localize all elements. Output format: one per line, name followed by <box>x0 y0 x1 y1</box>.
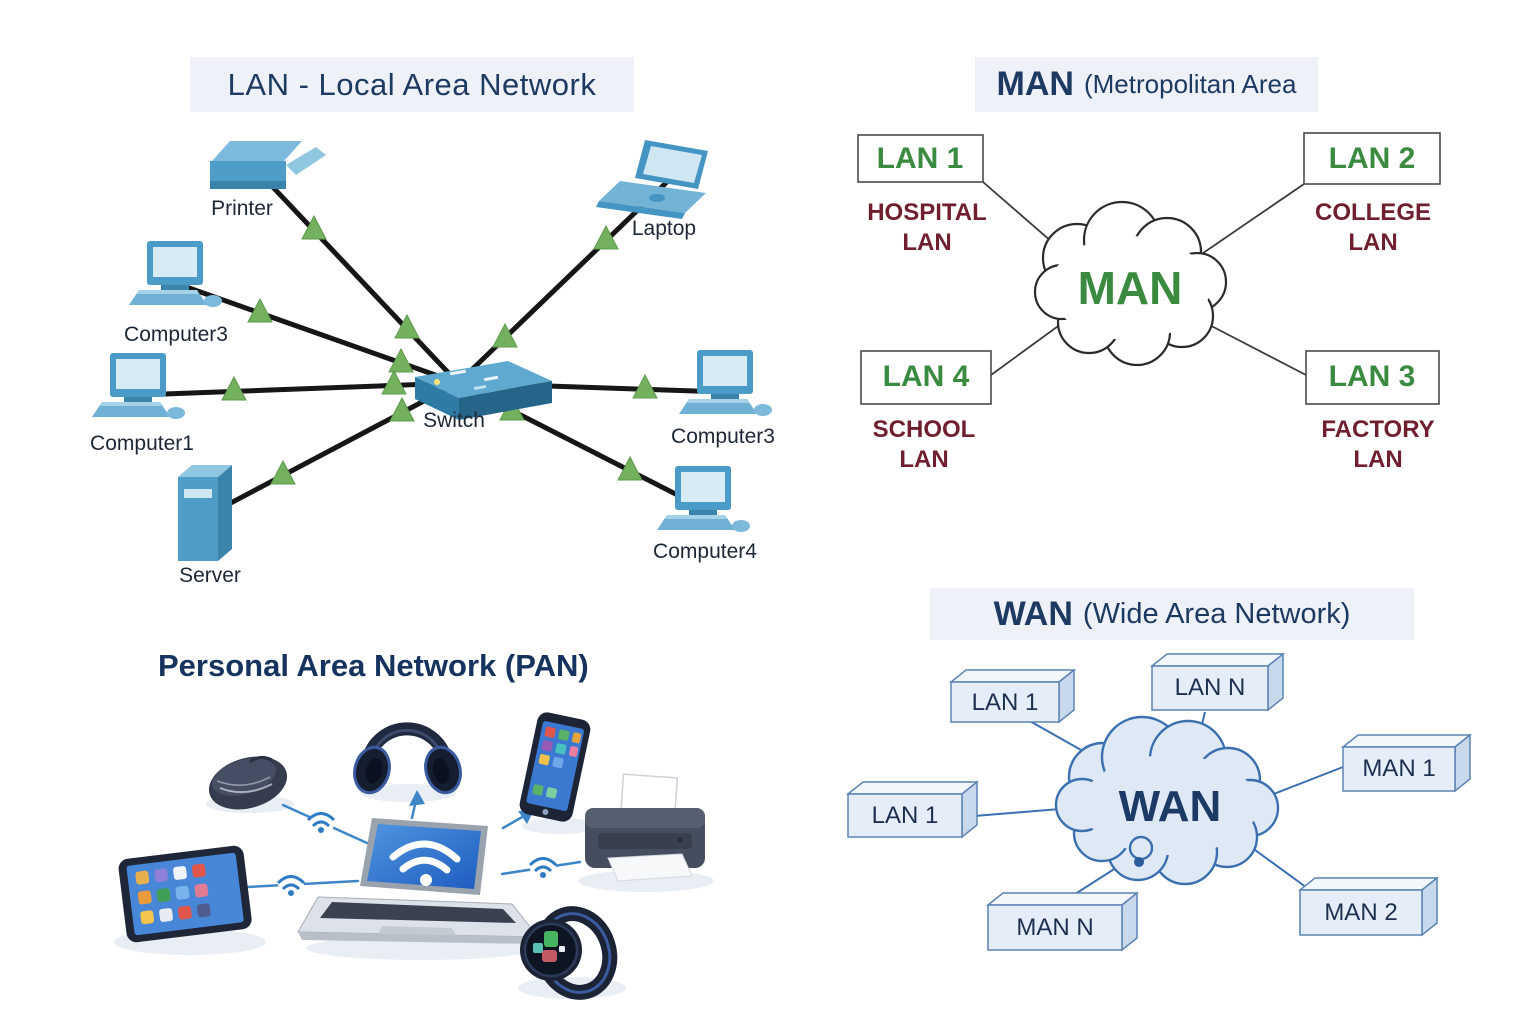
man-diagram: MAN LAN 1 HOSPITAL LAN LAN 2 COLLEGE LAN… <box>857 132 1441 473</box>
laptop-icon <box>596 140 708 219</box>
wan-node-man-n: MAN N <box>985 891 1140 952</box>
college-caption-line1: COLLEGE <box>1315 199 1431 226</box>
wan-node-lan-n: LAN N <box>1149 652 1286 712</box>
wan-cloud: WAN <box>1054 715 1280 886</box>
lan-diagram: Printer Laptop Computer3 Computer1 Switc… <box>90 140 775 587</box>
laptop-label: Laptop <box>632 217 696 240</box>
factory-caption-line2: LAN <box>1353 446 1402 473</box>
man-title-sub: (Metropolitan Area <box>1083 69 1297 99</box>
smartwatch-icon <box>520 906 618 1000</box>
svg-text:MAN N: MAN N <box>1016 914 1093 941</box>
lan4-box-label: LAN 4 <box>883 360 970 393</box>
smartphone-icon <box>519 712 591 822</box>
headphones-icon <box>353 722 462 795</box>
computer3-right-label: Computer3 <box>671 425 775 448</box>
man-node-lan3: LAN 3 FACTORY LAN <box>1305 350 1440 473</box>
man-cloud-label: MAN <box>1078 262 1183 314</box>
wan-title-main: WAN <box>993 594 1073 633</box>
man-node-lan2: LAN 2 COLLEGE LAN <box>1303 132 1441 256</box>
svg-text:LAN 1: LAN 1 <box>872 802 939 829</box>
svg-text:MAN 1: MAN 1 <box>1362 755 1435 782</box>
lan2-box-label: LAN 2 <box>1329 142 1416 175</box>
man-cloud: MAN <box>1033 200 1228 367</box>
wifi-icon <box>528 853 558 883</box>
lan-title-text: LAN - Local Area Network <box>227 66 597 102</box>
server-label: Server <box>179 564 241 587</box>
svg-text:LAN N: LAN N <box>1175 674 1246 701</box>
desktop-computer3-left-icon <box>129 241 222 307</box>
wifi-icon <box>276 871 306 901</box>
wan-section-title: WAN (Wide Area Network) <box>930 588 1414 640</box>
man-node-lan1: LAN 1 HOSPITAL LAN <box>857 134 987 256</box>
wan-title-sub: (Wide Area Network) <box>1082 597 1351 630</box>
tablet-icon <box>118 845 252 943</box>
lan1-box-label: LAN 1 <box>877 142 964 175</box>
computer1-label: Computer1 <box>90 432 194 455</box>
server-icon <box>178 465 232 561</box>
man-title-main: MAN <box>996 65 1074 103</box>
svg-text:LAN 1: LAN 1 <box>972 689 1039 716</box>
switch-icon <box>415 361 552 420</box>
desktop-computer3-right-icon <box>679 350 772 416</box>
wan-node-man1: MAN 1 <box>1340 733 1473 793</box>
wan-diagram: WAN LAN 1 LAN N MAN 1 LAN 1 <box>845 652 1473 952</box>
wan-node-lan1-top: LAN 1 <box>948 668 1077 724</box>
wifi-icon <box>306 808 336 838</box>
wan-node-man2: MAN 2 <box>1297 876 1440 937</box>
wan-cloud-label: WAN <box>1119 782 1222 831</box>
desktop-computer1-icon <box>92 353 185 419</box>
pan-diagram <box>114 712 714 1000</box>
switch-label: Switch <box>423 409 485 432</box>
computer4-label: Computer4 <box>653 540 757 563</box>
printer-label: Printer <box>211 197 273 220</box>
school-caption-line1: SCHOOL <box>873 416 976 443</box>
arrow-to-headphones <box>409 790 425 806</box>
school-caption-line2: LAN <box>899 446 948 473</box>
printer-icon <box>585 773 705 882</box>
wan-node-lan1-left: LAN 1 <box>845 780 980 839</box>
college-caption-line2: LAN <box>1348 229 1397 256</box>
hospital-caption-line2: LAN <box>902 229 951 256</box>
printer-icon <box>210 141 326 189</box>
man-section-title: MAN (Metropolitan Area <box>975 57 1318 112</box>
desktop-computer4-icon <box>657 466 750 532</box>
hospital-caption-line1: HOSPITAL <box>867 199 987 226</box>
factory-caption-line1: FACTORY <box>1321 416 1434 443</box>
computer3-left-label: Computer3 <box>124 323 228 346</box>
svg-text:MAN 2: MAN 2 <box>1324 899 1397 926</box>
man-node-lan4: LAN 4 SCHOOL LAN <box>860 350 992 473</box>
lan3-box-label: LAN 3 <box>1329 360 1416 393</box>
laptop-icon <box>297 818 540 944</box>
mouse-icon <box>208 755 288 810</box>
lan-section-title: LAN - Local Area Network <box>190 57 634 112</box>
pan-section-title: Personal Area Network (PAN) <box>158 648 589 683</box>
